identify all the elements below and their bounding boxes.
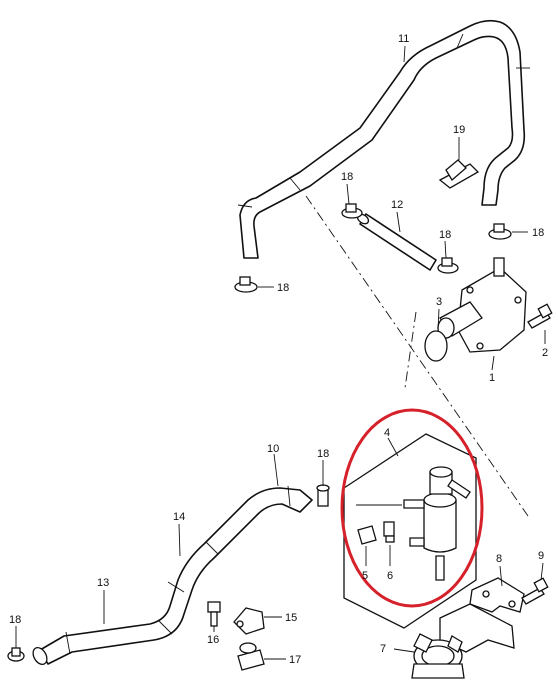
band-7: [411, 633, 465, 679]
label-12: 12: [391, 199, 403, 211]
bolt-2: [527, 303, 553, 329]
label-19: 19: [453, 124, 465, 136]
clamp-15: [233, 607, 265, 635]
label-18-c: 18: [532, 227, 544, 239]
label-1: 1: [489, 372, 495, 384]
part-labels: 11 19 18 12 18 18 18 3 2 1 4 10 18 14 5 …: [9, 33, 548, 666]
label-11: 11: [398, 33, 409, 45]
filter-kit-4: [343, 433, 477, 629]
hose-12: [356, 213, 437, 271]
label-13: 13: [97, 577, 109, 589]
label-17: 17: [289, 654, 301, 666]
label-18-d: 18: [277, 282, 289, 294]
label-5: 5: [362, 570, 368, 582]
clamp-18-lower-left: [7, 647, 25, 662]
label-14: 14: [173, 511, 185, 523]
label-16: 16: [207, 634, 219, 646]
hose-lower: [32, 485, 313, 666]
label-9: 9: [538, 550, 544, 562]
label-7: 7: [380, 643, 386, 655]
o-ring-3: [424, 330, 448, 362]
label-10: 10: [267, 443, 279, 455]
label-15: 15: [285, 612, 297, 624]
bolt-16: [207, 601, 221, 627]
label-6: 6: [387, 570, 393, 582]
label-4: 4: [384, 427, 390, 439]
leader-lines: [15, 45, 546, 660]
clamp-18-upper-left: [341, 203, 363, 219]
clip-17: [237, 642, 265, 671]
label-18-e: 18: [317, 448, 329, 460]
label-18-f: 18: [9, 614, 21, 626]
clamp-18-left: [234, 276, 258, 293]
bolt-9: [521, 577, 549, 605]
clamp-18-lower-mid: [316, 484, 330, 507]
label-3: 3: [436, 296, 442, 308]
hose-11: [237, 19, 530, 259]
label-8: 8: [496, 553, 502, 565]
clamp-18-upper-right: [488, 223, 512, 240]
label-2: 2: [542, 347, 548, 359]
label-18-a: 18: [341, 171, 353, 183]
clamp-18-upper-mid: [437, 257, 459, 274]
label-18-b: 18: [439, 229, 451, 241]
clip-19: [438, 159, 480, 189]
highlight-ellipse: [340, 408, 484, 608]
fuel-pump-1: [437, 257, 527, 353]
